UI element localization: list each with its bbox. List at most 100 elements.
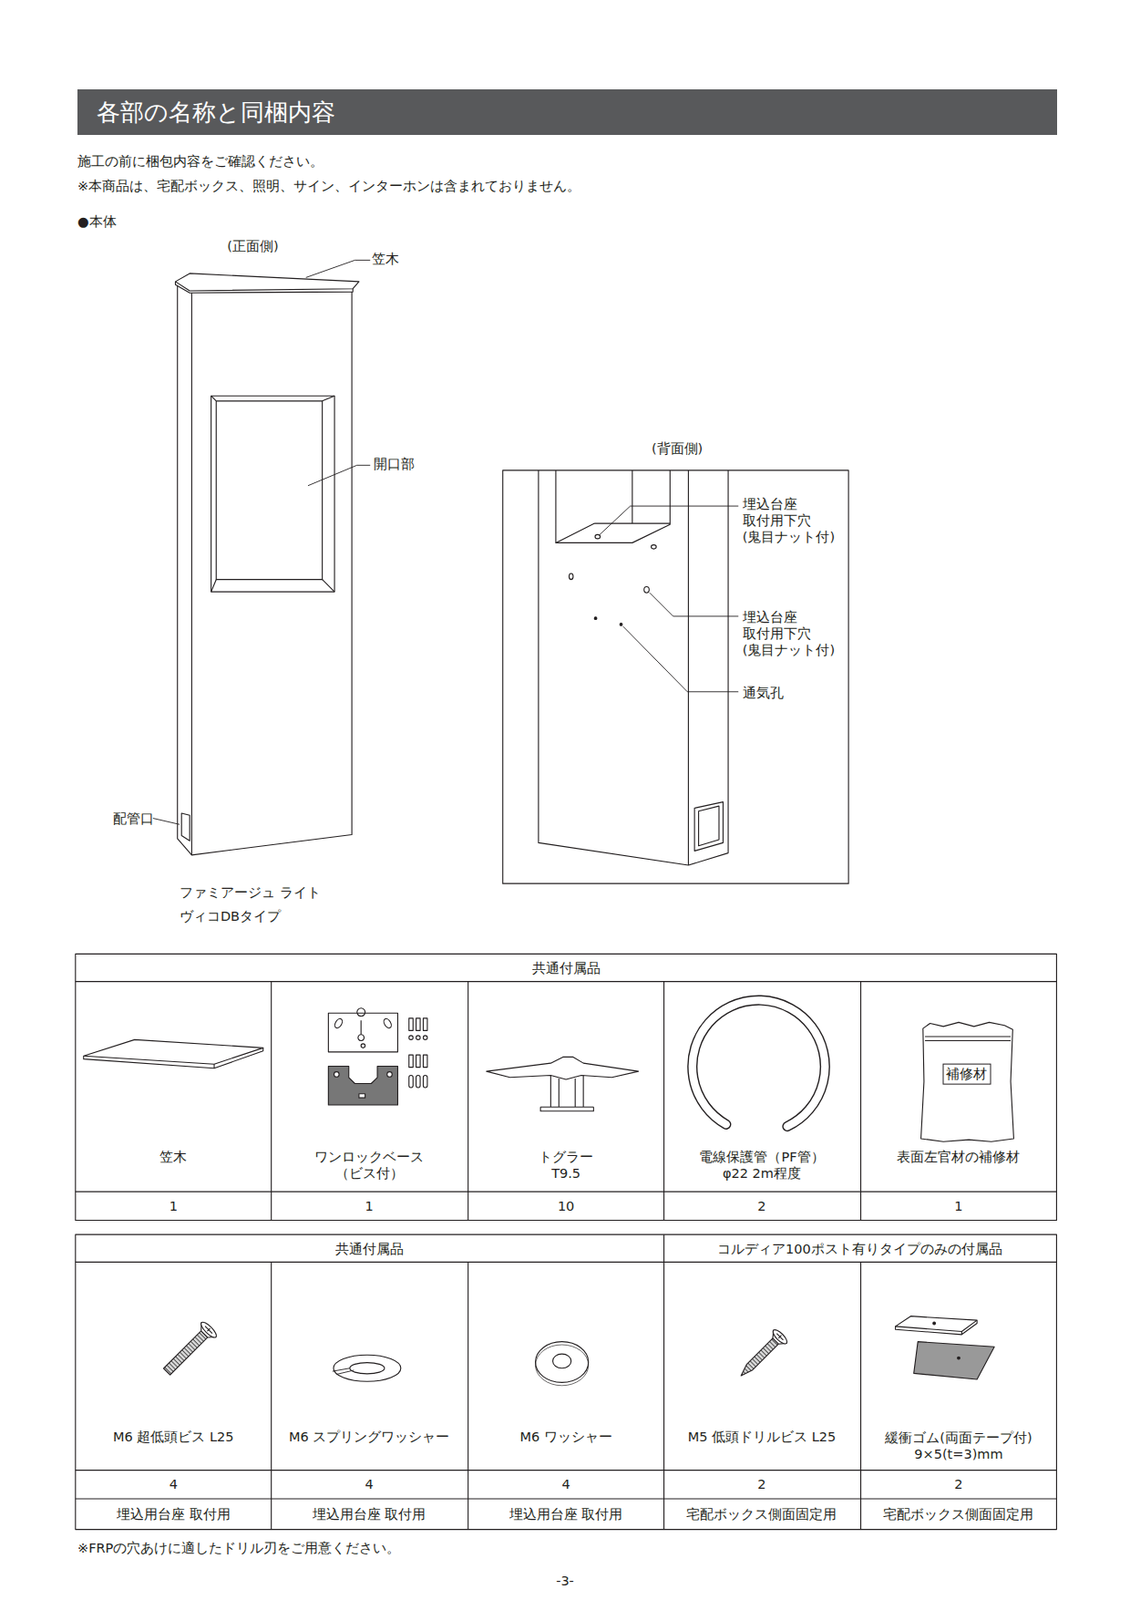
front-post-part (211, 395, 335, 592)
table-cell: M6 超低頭ビス L25 (113, 1427, 234, 1445)
one-lock-base-part (359, 1093, 366, 1098)
product-name: ファミアージュ ライト (179, 883, 321, 901)
one-lock-base-part (334, 1071, 340, 1078)
one-lock-base-part (357, 1007, 366, 1041)
page-title: 各部の名称と同梱内容 (96, 96, 336, 129)
cushion-rubber-part (914, 1341, 995, 1379)
cushion-rubber-part (895, 1319, 978, 1335)
table-cell: トグラー T9.5 (524, 1148, 607, 1182)
back-view-part (651, 544, 658, 549)
repair-bag-part (924, 1036, 1011, 1040)
front-post-part (211, 395, 335, 592)
one-lock-base-part-part (409, 1054, 428, 1067)
view-label: (正面側) (226, 237, 278, 255)
drill-screw (734, 1326, 790, 1382)
table-cell: M5 低頭ドリルビス L25 (688, 1427, 836, 1445)
table-cell: 1 (365, 1197, 374, 1214)
callout-label: 通気孔 (742, 684, 784, 701)
flat-screw-part (198, 1319, 218, 1339)
one-lock-base-part-part (409, 1035, 413, 1039)
one-lock-base-part-part (409, 1075, 413, 1088)
cushion-rubber (895, 1315, 996, 1379)
one-lock-base-part (387, 1071, 393, 1078)
one-lock-base-part (360, 1043, 365, 1048)
table-cell: 1 (169, 1197, 178, 1214)
back-view-part (538, 470, 729, 865)
front-post-part (191, 292, 193, 855)
drill-screw-part (738, 1337, 779, 1378)
table-cell: 表面左官材の補修材 (896, 1148, 1020, 1165)
table-cell: 笠木 (159, 1148, 187, 1165)
front-post-part (211, 395, 323, 579)
spring-washer-part (333, 1354, 401, 1381)
table-cell: 埋込用台座 取付用 (509, 1505, 624, 1522)
callout-label: 埋込台座 取付用下穴 (鬼目ナット付) (742, 608, 845, 658)
table-cell: 1 (954, 1197, 963, 1214)
back-view-part (503, 470, 849, 884)
flat-screw-part (203, 1324, 214, 1335)
table-cell: 緩衝ゴム(両面テープ付) 9×5(t=3)mm (872, 1428, 1046, 1462)
part-name: 開口部 (373, 455, 415, 473)
washer-part (553, 1353, 572, 1368)
kasagi-plank-part (83, 1047, 264, 1068)
table-grid-part (75, 953, 1058, 1220)
back-view-part (644, 585, 650, 593)
part-name: 配管口 (113, 809, 155, 826)
one-lock-base-part-part (409, 1017, 428, 1030)
back-view-part (688, 470, 689, 865)
one-lock-base-part-part (422, 1035, 427, 1039)
front-post (153, 259, 370, 854)
front-post-part (174, 281, 353, 293)
front-post-part (306, 259, 371, 278)
cushion-rubber-part (895, 1315, 978, 1332)
drill-screw-part (775, 1331, 785, 1341)
part-name: 笠木 (371, 250, 400, 268)
toggler (486, 1056, 639, 1110)
back-view-part (555, 470, 670, 543)
table-cell: 4 (365, 1475, 374, 1492)
table-grid-part (75, 1261, 1058, 1499)
note-text: ※本商品は、宅配ボックス、照明、サイン、インターホンは含まれておりません。 (77, 177, 581, 195)
washer-part (535, 1341, 589, 1383)
section-heading: ●本体 (77, 213, 117, 230)
drill-screw-part (770, 1326, 790, 1346)
spring-washer (332, 1354, 401, 1381)
back-view-part (619, 623, 623, 627)
page-number: -3- (555, 1571, 575, 1588)
back-view-part (649, 592, 739, 617)
table-header: コルディア100ポスト有りタイプのみの付属品 (717, 1240, 1003, 1257)
table-cell: 埋込用台座 取付用 (116, 1505, 231, 1522)
cushion-rubber-part (933, 1321, 936, 1325)
illustration-part (75, 259, 1058, 1529)
note-text: 施工の前に梱包内容をご確認ください。 (77, 153, 324, 170)
front-post-part (181, 812, 190, 841)
pf-pipe-part (692, 999, 825, 1126)
table-grid-part (75, 981, 1058, 1192)
view-label: (背面側) (651, 440, 703, 457)
table-cell: 4 (561, 1475, 570, 1492)
table-grid-part (271, 981, 862, 1221)
table-cell: 2 (954, 1475, 963, 1492)
table-cell: 宅配ボックス側面固定用 (686, 1505, 837, 1522)
one-lock-base-part (328, 1012, 398, 1052)
table-cell: M6 スプリングワッシャー (288, 1427, 450, 1445)
front-post-part (308, 464, 370, 485)
back-view-part (568, 573, 573, 580)
cushion-rubber-part (957, 1356, 961, 1359)
table-cell: ワンロックベース （ビス付） (308, 1148, 432, 1182)
one-lock-base (328, 1007, 428, 1105)
flat-screw-part (164, 1330, 208, 1375)
pf-pipe (692, 999, 825, 1126)
callout-label: 埋込台座 取付用下穴 (鬼目ナット付) (742, 495, 845, 545)
back-view (503, 470, 849, 884)
table-grid (75, 953, 1058, 1529)
front-post-part (153, 818, 180, 825)
back-view-part (623, 626, 739, 692)
repair-bag (921, 1021, 1015, 1141)
pf-pipe-part (692, 999, 825, 1126)
table-cell: 4 (169, 1475, 178, 1492)
table-header: 共通付属品 (335, 1240, 404, 1257)
flat-screw (159, 1319, 218, 1378)
one-lock-base-part (382, 1017, 393, 1029)
table-cell: 10 (557, 1197, 575, 1214)
